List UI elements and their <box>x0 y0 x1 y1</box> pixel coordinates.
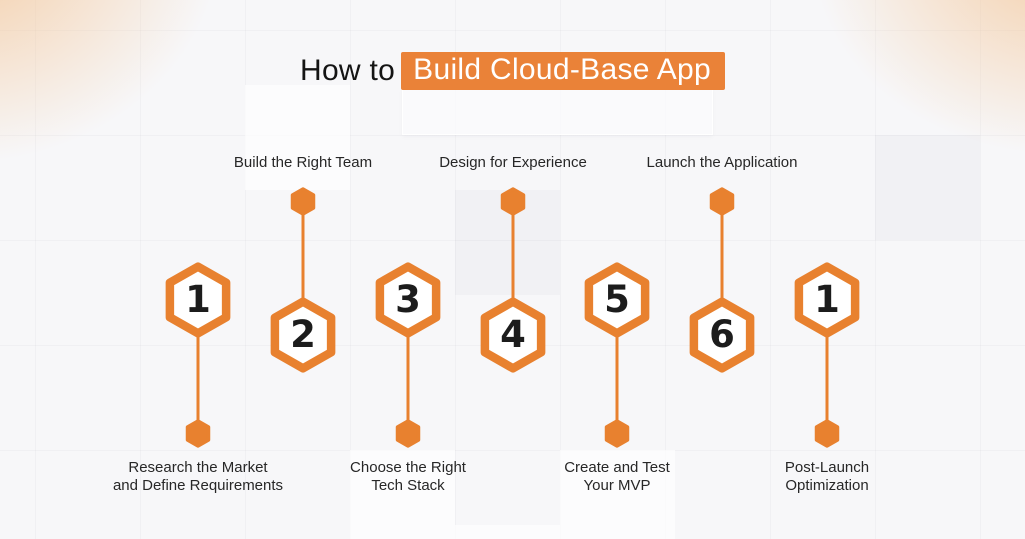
step-label: Research the Market and Define Requireme… <box>112 459 284 494</box>
step-label: Design for Experience <box>439 154 587 171</box>
step-label: Launch the Application <box>646 154 798 171</box>
step-label: Create and Test Your MVP <box>564 459 670 494</box>
hexagon-icon <box>584 262 650 338</box>
hexagon-marker-icon <box>814 419 840 448</box>
step-connector <box>301 211 305 301</box>
hexagon-marker-icon <box>185 419 211 448</box>
step-number: 1 <box>185 278 211 321</box>
step-number: 2 <box>290 313 316 356</box>
step-1-research-market: Research the Market and Define Requireme… <box>113 145 283 507</box>
step-connector <box>511 211 515 301</box>
hexagon-icon <box>794 262 860 338</box>
step-connector <box>720 211 724 301</box>
step-number: 4 <box>500 313 526 356</box>
hexagon-icon <box>480 297 546 373</box>
hexagon-marker-icon <box>290 187 316 216</box>
step-connector <box>615 336 619 424</box>
grid-cell-shade <box>455 525 560 539</box>
step-number: 6 <box>709 313 735 356</box>
step-3-tech-stack: Choose the Right Tech Stack 3 <box>328 145 488 507</box>
title-backdrop-card <box>402 88 713 135</box>
title-prefix: How to <box>299 54 396 87</box>
hexagon-marker-icon <box>395 419 421 448</box>
step-7-post-launch-optimization: Post-Launch Optimization 1 <box>747 145 907 507</box>
step-2-build-team: Build the Right Team 2 <box>223 145 383 507</box>
step-label: Build the Right Team <box>233 154 373 171</box>
step-connector <box>825 336 829 424</box>
step-number: 1 <box>814 278 840 321</box>
hexagon-icon <box>270 297 336 373</box>
step-connector <box>196 336 200 424</box>
page-title: How to Build Cloud-Base App <box>0 51 1025 91</box>
step-connector <box>406 336 410 424</box>
hexagon-icon <box>375 262 441 338</box>
step-4-design-experience: Design for Experience 4 <box>433 145 593 507</box>
step-5-create-test-mvp: Create and Test Your MVP 5 <box>537 145 697 507</box>
hexagon-marker-icon <box>604 419 630 448</box>
hexagon-marker-icon <box>500 187 526 216</box>
hexagon-icon <box>689 297 755 373</box>
step-number: 3 <box>395 278 421 321</box>
hexagon-marker-icon <box>709 187 735 216</box>
step-number: 5 <box>604 278 630 321</box>
step-label: Post-Launch Optimization <box>784 459 870 494</box>
title-highlight: Build Cloud-Base App <box>401 52 726 90</box>
step-label: Choose the Right Tech Stack <box>350 459 466 494</box>
hexagon-icon <box>165 262 231 338</box>
step-6-launch-application: Launch the Application 6 <box>642 145 802 507</box>
